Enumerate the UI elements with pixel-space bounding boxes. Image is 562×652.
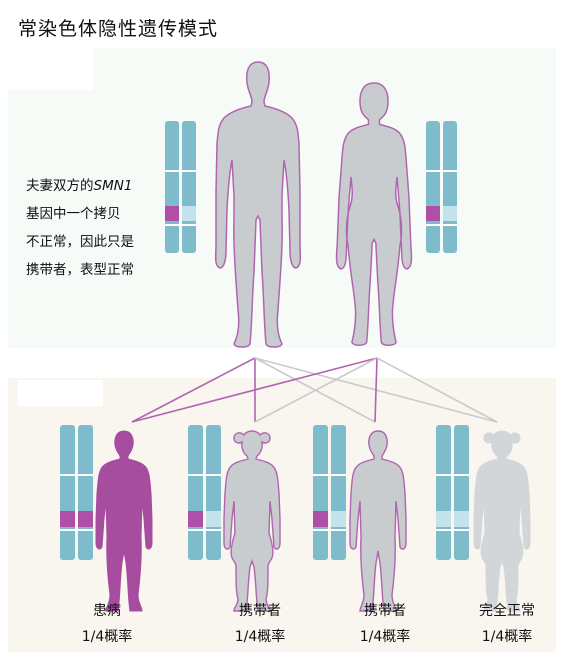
mutant-allele-line xyxy=(131,357,378,423)
child-normal-figure xyxy=(473,430,531,612)
description: 夫妻双方的SMN1 基因中一个拷贝 不正常，因此只是 携带者，表型正常 xyxy=(26,172,134,284)
probability-label: 1/4概率 xyxy=(234,629,286,645)
status-label: 携带者 xyxy=(239,603,281,619)
mutant-allele-line xyxy=(374,357,378,423)
normal-band xyxy=(182,206,196,221)
normal-allele-line xyxy=(376,357,498,423)
status-label: 完全正常 xyxy=(479,603,535,619)
status-label: 患病 xyxy=(93,603,121,619)
child-normal-label: 完全正常 1/4概率 xyxy=(452,598,562,650)
probability-label: 1/4概率 xyxy=(359,629,411,645)
panel-notch xyxy=(18,380,103,406)
description-prefix: 夫妻双方的 xyxy=(26,178,94,194)
probability-label: 1/4概率 xyxy=(81,629,133,645)
probability-label: 1/4概率 xyxy=(481,629,533,645)
child-affected-label: 患病 1/4概率 xyxy=(52,598,162,650)
gene-name: SMN1 xyxy=(93,178,133,194)
child-carrier-label: 携带者 1/4概率 xyxy=(205,598,315,650)
child-affected-figure xyxy=(95,430,153,612)
child-carrier-figure xyxy=(349,430,407,612)
father-chromosome-pair xyxy=(165,121,196,253)
child-carrier-figure xyxy=(223,430,281,612)
child-carrier-chromosome-pair xyxy=(313,425,346,560)
mutant-band xyxy=(426,206,440,221)
child-carrier-chromosome-pair xyxy=(188,425,221,560)
mother-chromosome-pair xyxy=(426,121,457,253)
mother-figure xyxy=(335,82,413,346)
status-label: 携带者 xyxy=(364,603,406,619)
mutant-allele-line xyxy=(131,357,256,423)
panel-notch xyxy=(8,48,93,90)
description-line-4: 携带者，表型正常 xyxy=(26,262,134,278)
normal-band xyxy=(443,206,457,221)
mutant-band xyxy=(165,206,179,221)
inheritance-lines xyxy=(131,357,498,423)
page-title: 常染色体隐性遗传模式 xyxy=(18,18,219,40)
description-line-2: 基因中一个拷贝 xyxy=(26,206,121,222)
child-carrier-label: 携带者 1/4概率 xyxy=(330,598,440,650)
normal-allele-line xyxy=(254,357,378,423)
child-normal-chromosome-pair xyxy=(436,425,469,560)
description-line-3: 不正常，因此只是 xyxy=(26,234,134,250)
child-affected-chromosome-pair xyxy=(60,425,93,560)
father-figure xyxy=(214,61,302,348)
